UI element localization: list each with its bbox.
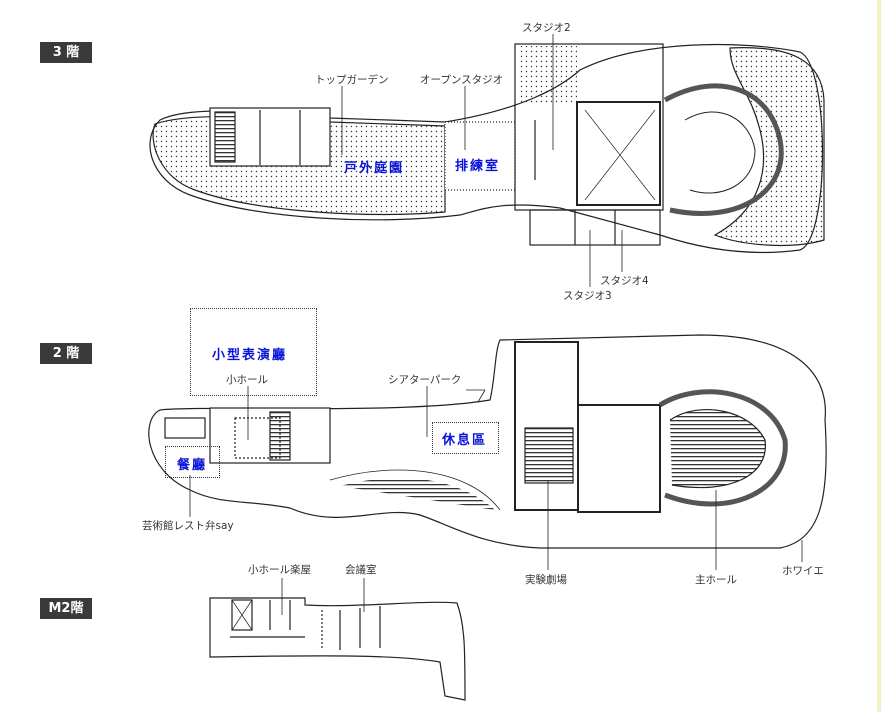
label-theater-park: シアターパーク: [388, 374, 462, 386]
page-edge: [877, 0, 881, 712]
label-restaurant: 芸術館レスト弁say: [142, 520, 234, 532]
floor-m2-plan: [209, 578, 466, 701]
annotation-small-theater: 小型表演廳: [212, 348, 288, 363]
label-top-garden: トップガーデン: [315, 74, 389, 86]
dining-callout: [165, 446, 220, 478]
floor-badge-m2f: M2階: [40, 598, 92, 619]
small-theater-callout: [190, 308, 317, 396]
annotation-lounge: 休息區: [442, 433, 488, 448]
annotation-rehearsal-room: 排練室: [455, 159, 501, 174]
annotation-dining: 餐廳: [177, 458, 208, 473]
label-main-hall: 主ホール: [695, 574, 737, 586]
floor-3-plan: [149, 34, 825, 287]
label-studio2: スタジオ2: [522, 22, 571, 34]
label-small-hall-dressing: 小ホール楽屋: [248, 564, 311, 576]
lounge-callout: [432, 422, 499, 454]
floor-badge-3f: 3 階: [40, 42, 92, 63]
label-studio4: スタジオ4: [600, 275, 649, 287]
label-foyer: ホワイエ: [782, 565, 824, 577]
label-small-hall: 小ホール: [226, 374, 268, 386]
floor-2-plan: [148, 334, 827, 570]
label-studio3: スタジオ3: [563, 290, 612, 302]
annotation-outdoor-garden: 戸外庭園: [344, 161, 405, 176]
label-open-studio: オープンスタジオ: [420, 74, 504, 86]
floor-badge-2f: 2 階: [40, 343, 92, 364]
label-meeting-room: 会議室: [345, 564, 377, 576]
label-experimental-theater: 実験劇場: [525, 574, 567, 586]
